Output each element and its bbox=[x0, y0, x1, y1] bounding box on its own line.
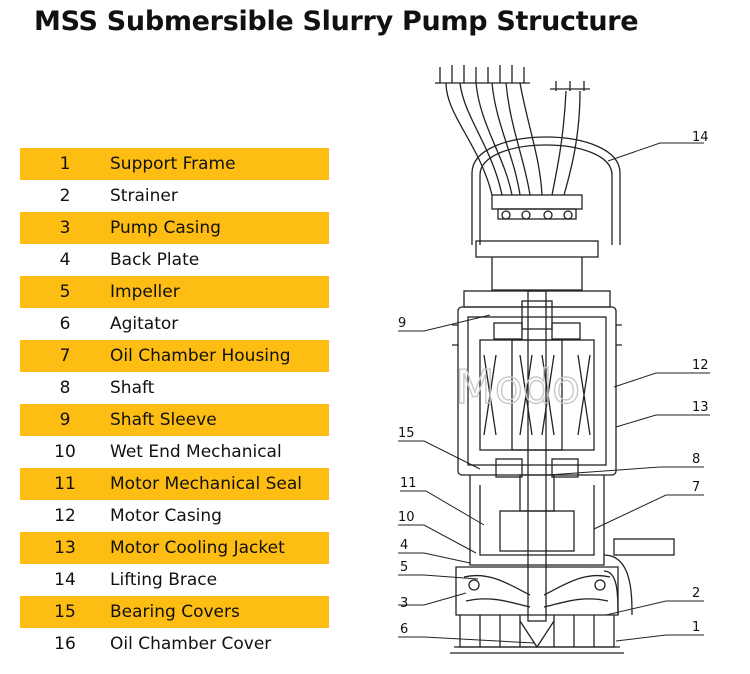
part-row: 10 Wet End Mechanical bbox=[20, 436, 329, 468]
part-row: 15 Bearing Covers bbox=[20, 596, 329, 628]
part-number: 13 bbox=[54, 538, 76, 558]
part-number: 2 bbox=[59, 186, 71, 206]
part-name: Impeller bbox=[110, 282, 180, 302]
pump-casing bbox=[455, 566, 619, 616]
part-number: 10 bbox=[54, 442, 76, 462]
part-row: 6 Agitator bbox=[20, 308, 329, 340]
cables bbox=[445, 82, 581, 196]
leader-lines bbox=[398, 142, 710, 644]
part-name: Motor Casing bbox=[110, 506, 222, 526]
strainer bbox=[450, 615, 624, 654]
cable-box bbox=[475, 194, 599, 291]
part-name: Oil Chamber Housing bbox=[110, 346, 291, 366]
callout-2: 2 bbox=[692, 586, 700, 601]
part-row: 12 Motor Casing bbox=[20, 500, 329, 532]
callout-9: 9 bbox=[398, 316, 406, 331]
part-row: 5 Impeller bbox=[20, 276, 329, 308]
part-row: 4 Back Plate bbox=[20, 244, 329, 276]
stator bbox=[479, 339, 595, 451]
callout-14: 14 bbox=[692, 130, 709, 145]
part-number: 15 bbox=[54, 602, 76, 622]
cable-terminals bbox=[435, 65, 590, 91]
callout-3: 3 bbox=[400, 596, 408, 611]
part-row: 1 Support Frame bbox=[20, 148, 329, 180]
pump-drawing: Modo 14 9 12 13 15 8 11 7 10 4 5 3 2 6 1 bbox=[398, 65, 710, 654]
part-number: 5 bbox=[59, 282, 71, 302]
part-name: Back Plate bbox=[110, 250, 200, 270]
part-name: Motor Mechanical Seal bbox=[110, 474, 302, 494]
part-row: 2 Strainer bbox=[20, 180, 329, 212]
callout-labels: 14 9 12 13 15 8 11 7 10 4 5 3 2 6 1 bbox=[398, 130, 709, 637]
part-number: 9 bbox=[59, 410, 71, 430]
part-row: 3 Pump Casing bbox=[20, 212, 329, 244]
watermark: Modo bbox=[455, 360, 580, 414]
part-name: Oil Chamber Cover bbox=[110, 634, 272, 654]
callout-13: 13 bbox=[692, 400, 709, 415]
part-name: Wet End Mechanical bbox=[110, 442, 282, 462]
part-number: 1 bbox=[59, 154, 71, 174]
part-number: 12 bbox=[54, 506, 76, 526]
part-row: 13 Motor Cooling Jacket bbox=[20, 532, 329, 564]
part-number: 11 bbox=[54, 474, 76, 494]
callout-7: 7 bbox=[692, 480, 700, 495]
part-row: 8 Shaft bbox=[20, 372, 329, 404]
part-number: 4 bbox=[59, 250, 71, 270]
part-name: Shaft bbox=[110, 378, 155, 398]
part-name: Agitator bbox=[110, 314, 179, 334]
part-row: 11 Motor Mechanical Seal bbox=[20, 468, 329, 500]
callout-5: 5 bbox=[400, 560, 408, 575]
callout-11: 11 bbox=[400, 476, 417, 491]
part-name: Lifting Brace bbox=[110, 570, 218, 590]
pump-outline bbox=[398, 65, 710, 654]
callout-6: 6 bbox=[400, 622, 408, 637]
part-row: 9 Shaft Sleeve bbox=[20, 404, 329, 436]
part-name: Shaft Sleeve bbox=[110, 410, 217, 430]
callout-1: 1 bbox=[692, 620, 700, 635]
part-name: Pump Casing bbox=[110, 218, 221, 238]
part-number: 3 bbox=[59, 218, 71, 238]
part-name: Motor Cooling Jacket bbox=[110, 538, 285, 558]
pump-diagram: Modo 14 9 12 13 15 8 11 7 10 4 5 3 2 6 1 bbox=[380, 55, 750, 674]
part-name: Strainer bbox=[110, 186, 178, 206]
part-number: 6 bbox=[59, 314, 71, 334]
callout-12: 12 bbox=[692, 358, 709, 373]
page-title: MSS Submersible Slurry Pump Structure bbox=[34, 6, 639, 37]
callout-8: 8 bbox=[692, 452, 700, 467]
callout-4: 4 bbox=[400, 538, 408, 553]
lifting-brace bbox=[471, 136, 621, 245]
shaft bbox=[519, 290, 555, 622]
bearing-covers bbox=[493, 322, 581, 478]
callout-10: 10 bbox=[398, 510, 415, 525]
part-name: Bearing Covers bbox=[110, 602, 240, 622]
part-number: 8 bbox=[59, 378, 71, 398]
callout-15: 15 bbox=[398, 426, 415, 441]
part-number: 7 bbox=[59, 346, 71, 366]
part-row: 14 Lifting Brace bbox=[20, 564, 329, 596]
oil-chamber-housing bbox=[469, 475, 605, 566]
part-row: 7 Oil Chamber Housing bbox=[20, 340, 329, 372]
part-row: 16 Oil Chamber Cover bbox=[20, 628, 329, 660]
discharge-pipe bbox=[603, 538, 675, 616]
part-number: 14 bbox=[54, 570, 76, 590]
part-number: 16 bbox=[54, 634, 76, 654]
part-name: Support Frame bbox=[110, 154, 236, 174]
